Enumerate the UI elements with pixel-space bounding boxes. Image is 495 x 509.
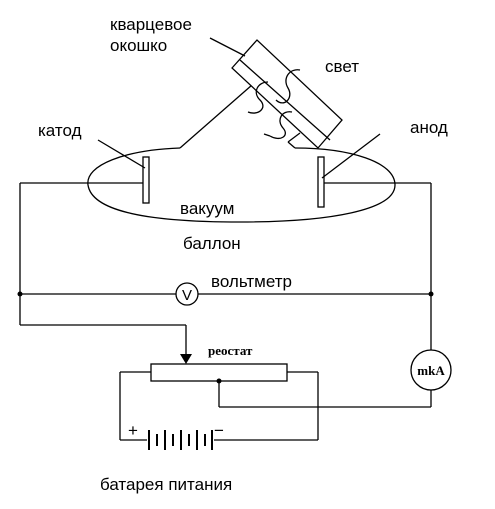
bulb-outline	[87, 147, 396, 223]
cathode-leader	[97, 139, 146, 169]
label-battery: батарея питания	[100, 475, 232, 494]
label-voltmeter: вольтметр	[211, 272, 292, 291]
light-ray-2	[247, 81, 269, 114]
label-bulb: баллон	[183, 234, 241, 253]
label-rheostat: реостат	[208, 343, 253, 358]
label-anode: анод	[410, 118, 448, 137]
label-plus: +	[128, 421, 138, 440]
label-minus: −	[214, 421, 224, 440]
cathode-plate	[142, 156, 150, 204]
voltmeter-symbol	[175, 282, 199, 306]
light-ray-3-arrow	[263, 133, 271, 137]
bulb-neck-right-2	[287, 132, 301, 143]
label-window-line2: окошко	[110, 36, 167, 55]
anode-plate	[317, 156, 325, 208]
label-voltmeter-symbol: V	[182, 287, 192, 304]
window-label-leader	[209, 37, 246, 57]
quartz-window	[231, 39, 343, 149]
label-window-line1: кварцевое	[110, 15, 192, 34]
anode-leader	[321, 133, 381, 179]
light-ray-1	[275, 69, 301, 104]
label-light: свет	[325, 57, 359, 76]
quartz-window-inner-line	[239, 59, 331, 141]
bulb-neck-right	[287, 141, 296, 149]
battery-cells	[148, 430, 213, 450]
label-microammeter: mkA	[417, 363, 445, 378]
junction-right	[428, 291, 434, 297]
light-ray-3	[269, 111, 293, 140]
junction-left	[17, 291, 23, 297]
label-vacuum: вакуум	[180, 199, 234, 218]
label-cathode: катод	[38, 121, 82, 140]
rheostat-body	[150, 363, 288, 382]
slider-arrow	[180, 354, 192, 364]
bulb-neck-left	[179, 84, 253, 149]
